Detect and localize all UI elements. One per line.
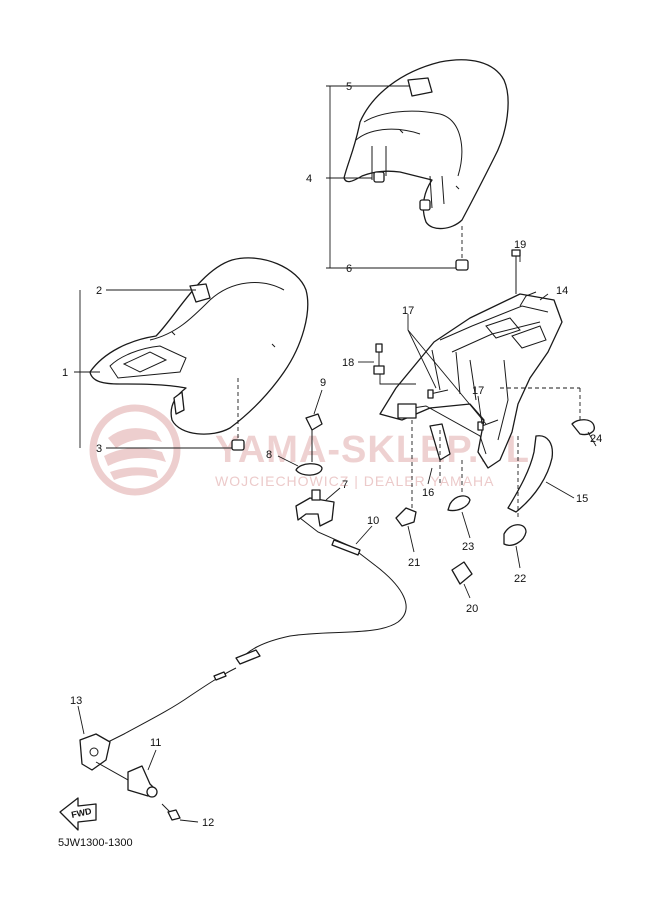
watermark-logo-icon — [89, 404, 181, 496]
rear-frame-assembly — [379, 291, 563, 469]
callout-16: 16 — [422, 487, 434, 499]
callout-20: 20 — [466, 603, 478, 615]
callout-19: 19 — [514, 239, 526, 251]
callout-13: 13 — [70, 695, 82, 707]
diagram-code: 5JW1300-1300 — [58, 837, 133, 849]
trims-and-clips — [395, 387, 597, 599]
watermark-title: YAMA-SKLEP.PL — [215, 429, 530, 471]
fwd-label: FWD — [70, 806, 93, 820]
callout-21: 21 — [408, 557, 420, 569]
watermark: YAMA-SKLEP.PL WOJCIECHOWICZ | DEALER YAM… — [89, 404, 530, 496]
callout-12: 12 — [202, 817, 214, 829]
callout-10: 10 — [367, 515, 379, 527]
seat-lock-cable — [103, 517, 407, 745]
bolts — [358, 249, 549, 431]
callout-8: 8 — [266, 449, 272, 461]
rear-seat — [343, 59, 509, 230]
seat-leaders — [74, 85, 469, 451]
callout-18: 18 — [342, 357, 354, 369]
callout-6: 6 — [346, 263, 352, 275]
callout-4: 4 — [306, 173, 312, 185]
front-seat — [89, 257, 309, 435]
callout-5: 5 — [346, 81, 352, 93]
callout-22: 22 — [514, 573, 526, 585]
callout-11: 11 — [150, 737, 161, 749]
seat-lock — [77, 705, 199, 823]
callout-17a: 17 — [402, 305, 414, 317]
callout-23: 23 — [462, 541, 474, 553]
callout-14: 14 — [556, 285, 568, 297]
callout-17b: 17 — [472, 385, 484, 397]
callout-numbers: 1 2 3 4 5 6 7 8 9 10 11 12 13 14 15 16 1… — [62, 81, 602, 829]
lock-bracket — [277, 389, 341, 527]
callout-1: 1 — [62, 367, 68, 379]
fwd-arrow-icon: FWD — [59, 797, 97, 831]
watermark-subtitle: WOJCIECHOWICZ | DEALER YAMAHA — [215, 473, 494, 489]
callout-2: 2 — [96, 285, 102, 297]
callout-9: 9 — [320, 377, 326, 389]
callout-3: 3 — [96, 443, 102, 455]
callout-24: 24 — [590, 433, 602, 445]
callout-7: 7 — [342, 479, 348, 491]
callout-15: 15 — [576, 493, 588, 505]
